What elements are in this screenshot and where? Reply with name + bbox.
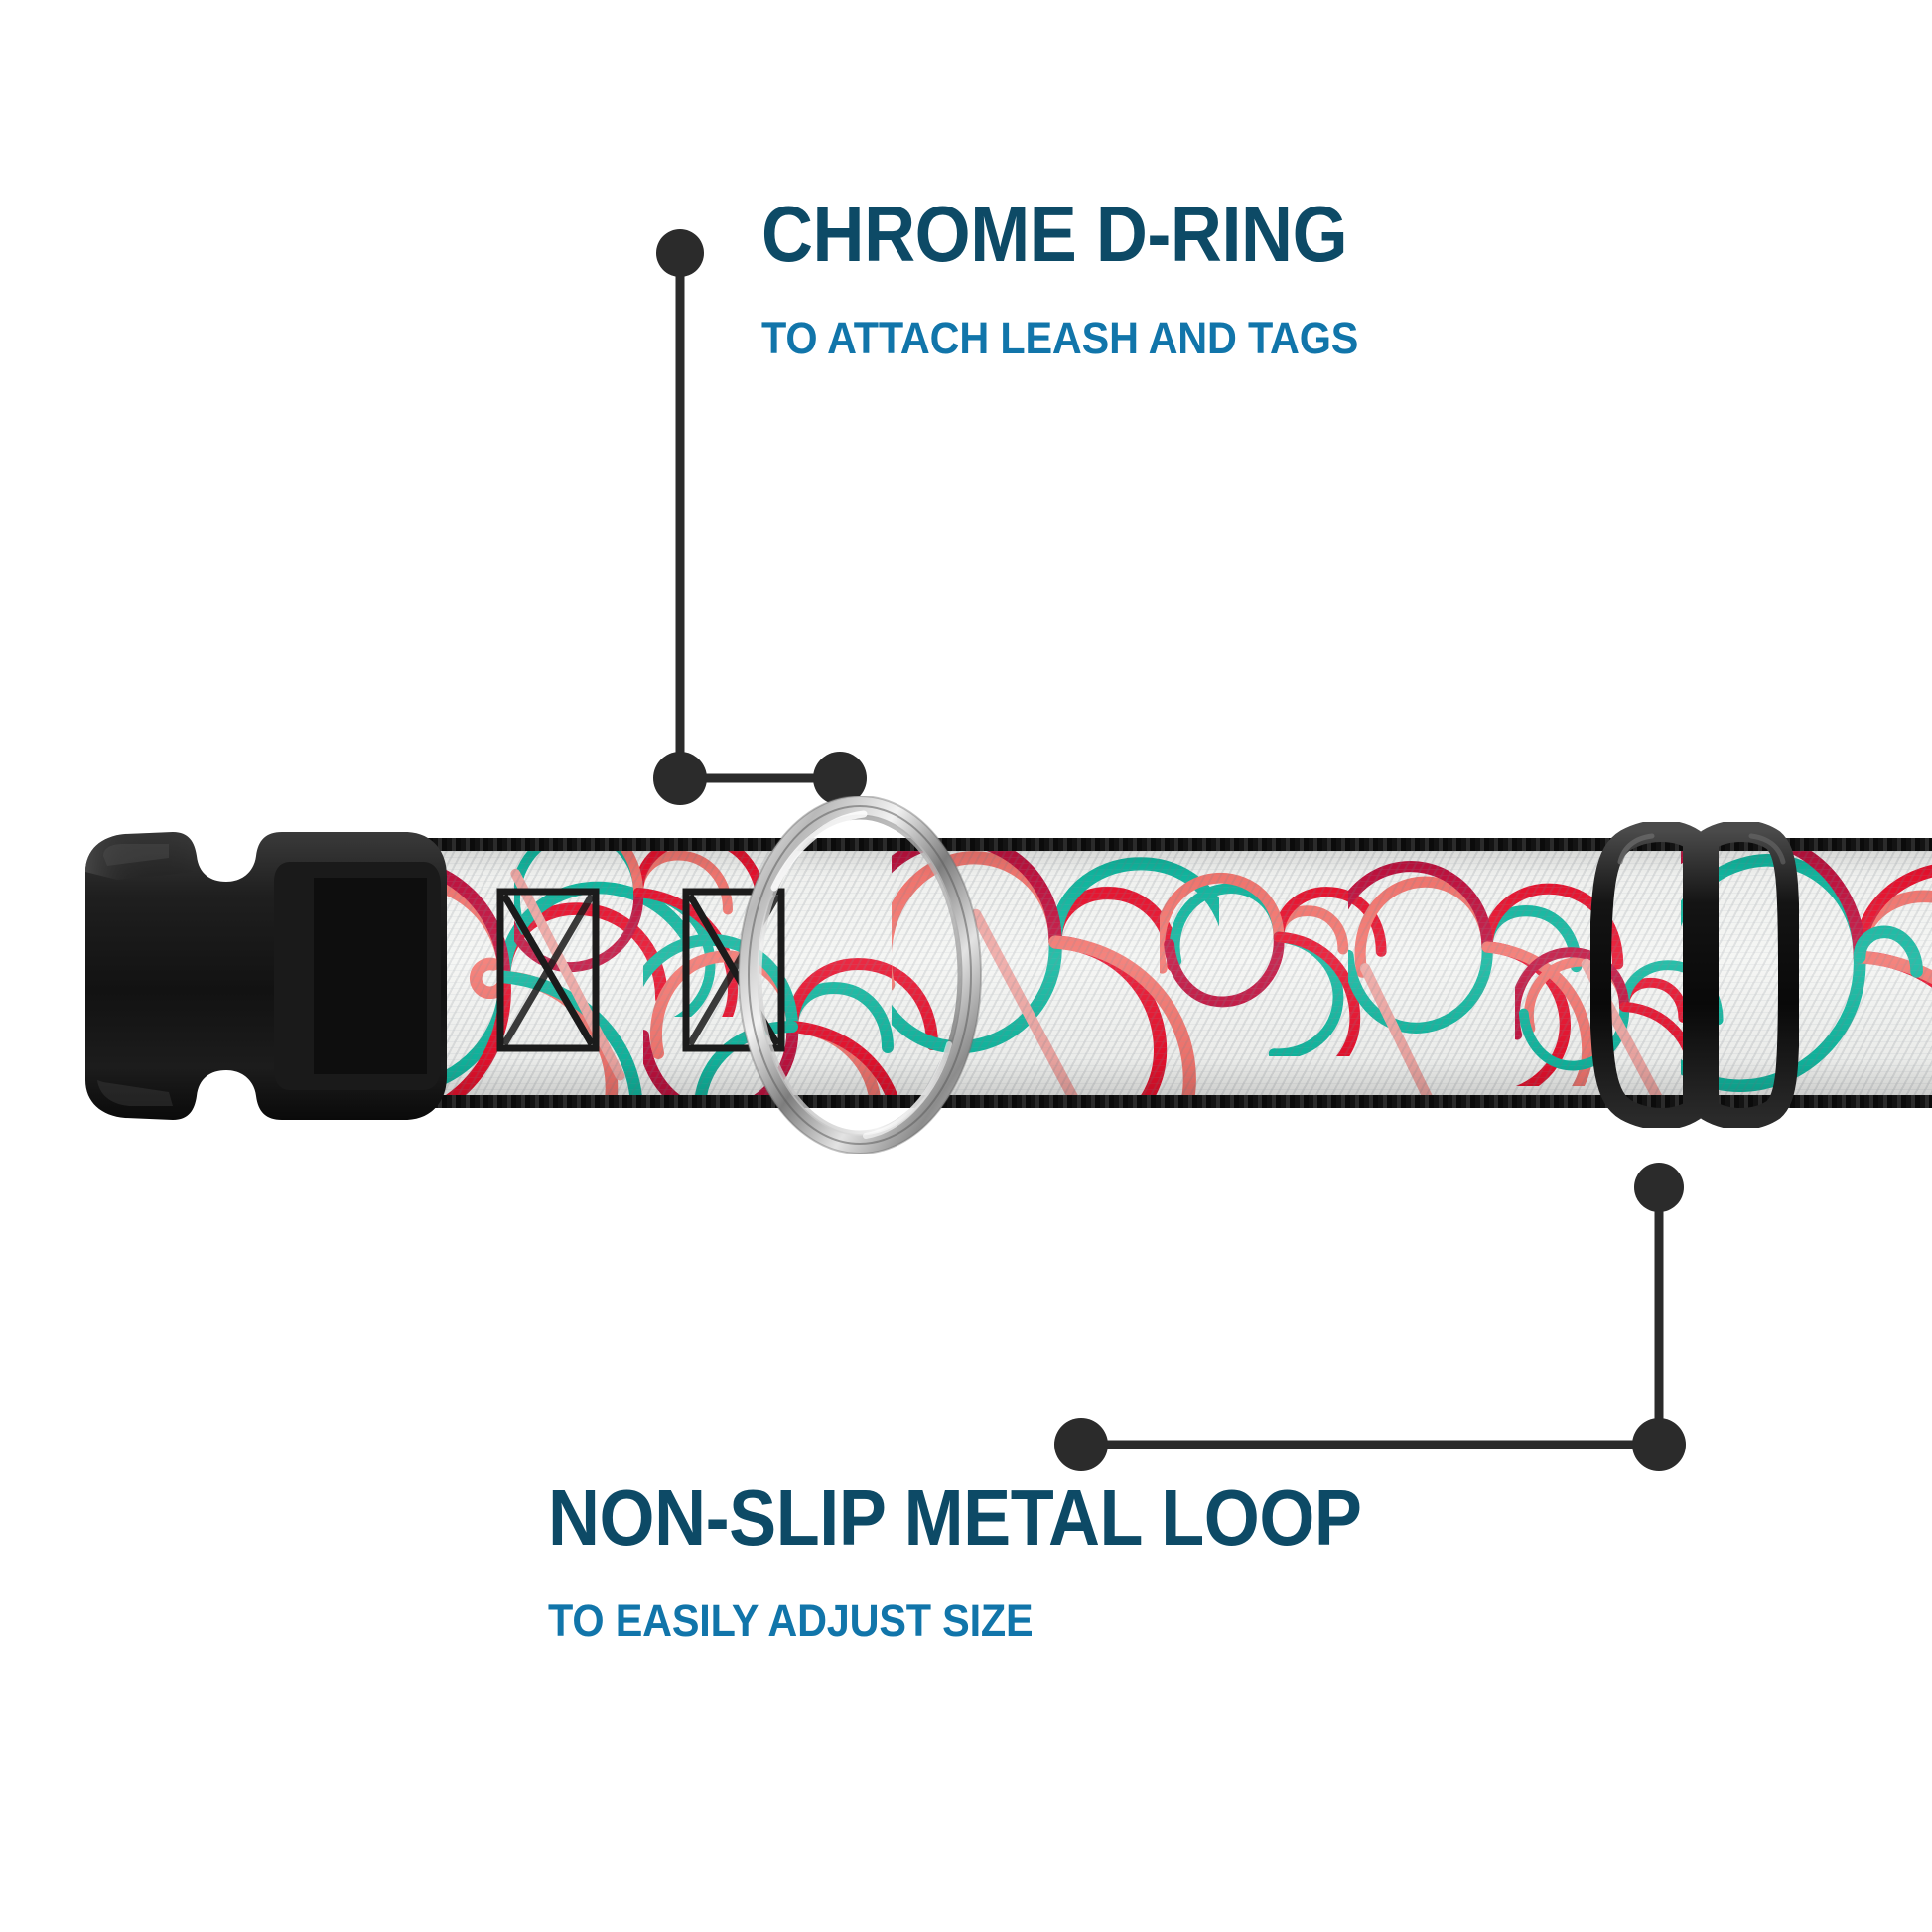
lollipop-swirl-small — [1160, 872, 1387, 1056]
lollipop-swirl-medium — [1348, 861, 1624, 1086]
dog-collar-product-photo — [0, 755, 1932, 1211]
leader-dot — [656, 229, 704, 277]
webbing-weave-texture — [405, 838, 1932, 1108]
webbing-shading — [405, 838, 1932, 1108]
leader-dot — [1632, 1418, 1686, 1471]
callout-title-non-slip-metal-loop: NON-SLIP METAL LOOP — [548, 1473, 1362, 1562]
chrome-d-ring — [738, 796, 982, 1154]
stitch-box-marking — [496, 888, 600, 1052]
callout-title-chrome-d-ring: CHROME D-RING — [761, 190, 1348, 278]
side-release-buckle — [85, 832, 447, 1120]
leader-dot — [1054, 1418, 1108, 1471]
lollipop-stick — [510, 868, 625, 1081]
lollipop-stick — [1359, 963, 1439, 1108]
callout-subtitle-chrome-d-ring: TO ATTACH LEASH AND TAGS — [761, 313, 1359, 363]
callout-subtitle-non-slip-metal-loop: TO EASILY ADJUST SIZE — [548, 1595, 1034, 1646]
non-slip-metal-slider-loop — [1590, 822, 1799, 1128]
